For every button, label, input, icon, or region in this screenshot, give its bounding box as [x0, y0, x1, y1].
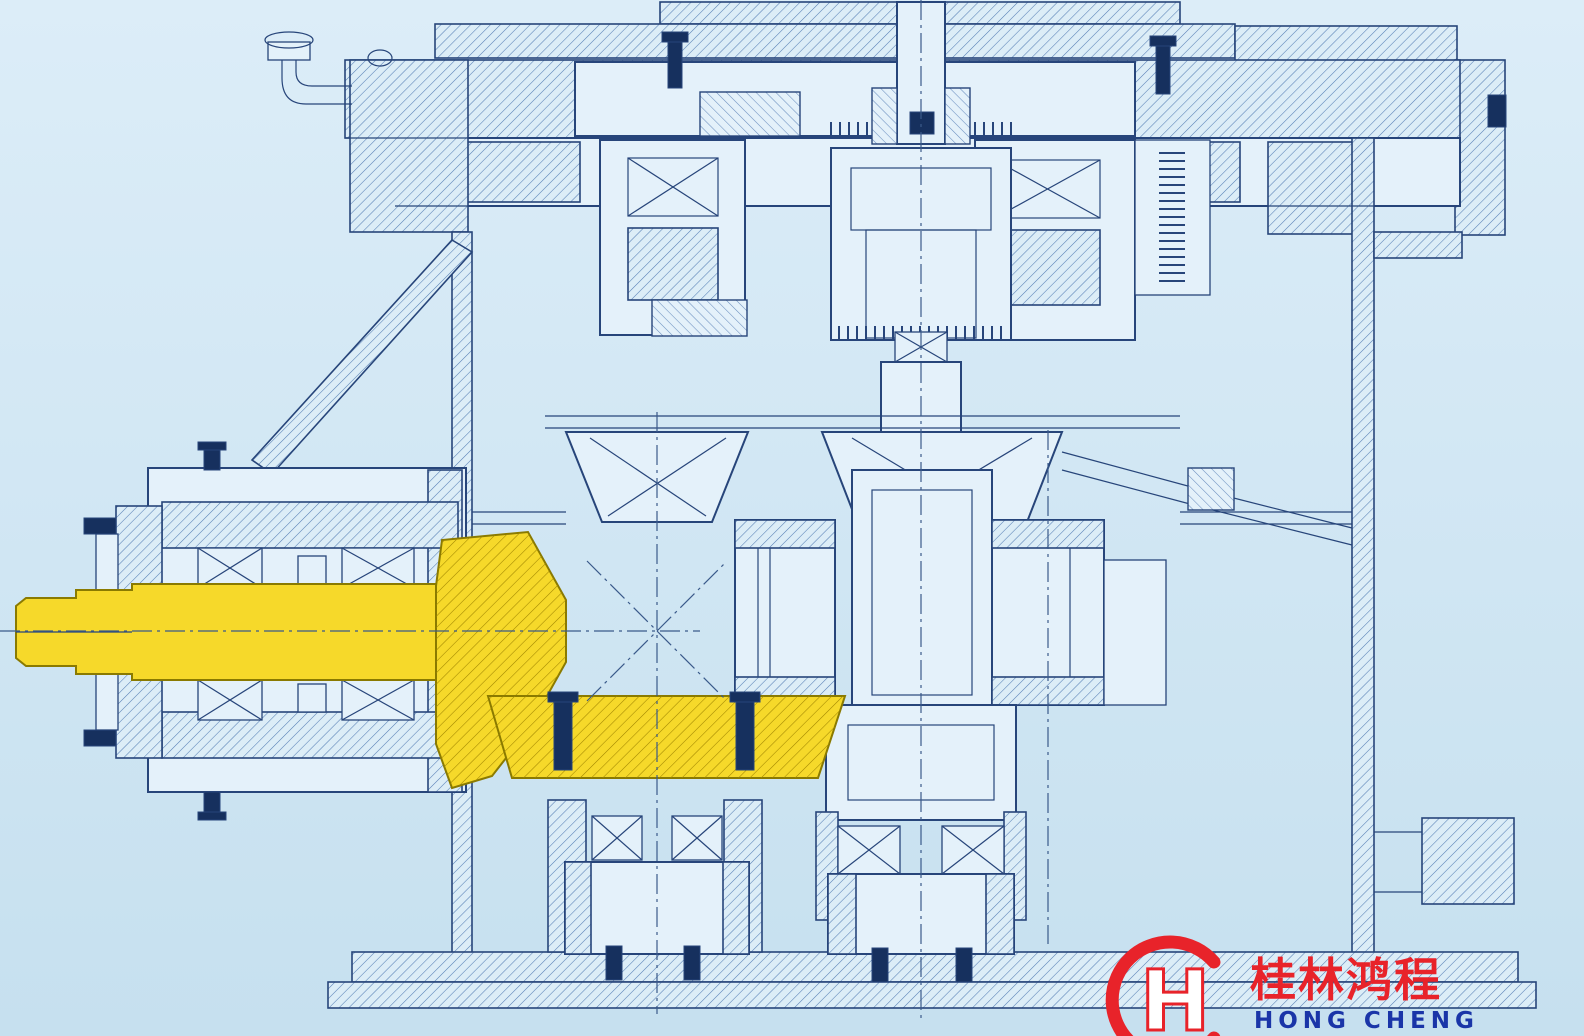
bearing-x-line [837, 825, 901, 875]
packing-gland [944, 87, 971, 145]
pipe-cap-top [264, 31, 314, 49]
breather-pipe [264, 31, 393, 105]
crown-bolt [553, 697, 573, 771]
housing-bolt [203, 447, 221, 471]
strut-line [1061, 451, 1211, 493]
right-upper-wall [1454, 59, 1506, 236]
right-wall [1351, 137, 1375, 959]
bearing-x [627, 157, 719, 217]
cap-bolt [83, 729, 117, 747]
cover-bolt-head [661, 31, 689, 43]
gear-hub-right [1103, 559, 1167, 706]
spacer-ring [297, 555, 327, 585]
bearing-x-line [607, 437, 727, 517]
housing-bolt [203, 791, 221, 815]
left-tower [349, 59, 469, 233]
base-bolt [683, 945, 701, 981]
right-bracket [1421, 817, 1515, 905]
hub-inner [871, 489, 973, 696]
center-hub [851, 469, 993, 716]
right-fitting-bolt [1487, 94, 1507, 128]
strut-line [1061, 469, 1206, 509]
flange-opening [574, 61, 1136, 137]
logo-brand-en: HONG CHENG [1254, 1008, 1479, 1034]
gland-ring [699, 91, 801, 137]
base-plate-upper [351, 951, 1519, 983]
cover-bolt-head [1149, 35, 1177, 47]
bearing-x-line [341, 547, 415, 589]
pipe-line [281, 58, 352, 105]
upper-gear-stage [574, 1, 1211, 341]
crown-bolt-head [729, 691, 761, 703]
gear-rim-cut [734, 519, 836, 549]
lower-left-assembly [547, 799, 763, 981]
bearing-x-line [671, 815, 723, 861]
base-bolt [605, 945, 623, 981]
bevel-crown-hatch [488, 696, 845, 778]
cover-bolt [667, 35, 683, 89]
centerlines [0, 0, 1049, 1018]
bearing-x-line [589, 437, 707, 517]
cover-bolt [1155, 39, 1171, 95]
strut-line [1204, 507, 1353, 546]
pipe-cap [267, 41, 311, 61]
bearing-x-line [591, 815, 643, 861]
cap-bolt [83, 517, 117, 535]
cut-section [1267, 141, 1364, 235]
logo-brand-cn: 桂林鸿程 [1250, 953, 1442, 1007]
input-shaft-highlighted [15, 530, 847, 790]
cut-section [994, 229, 1101, 306]
tapered-bearing-left [564, 431, 750, 523]
right-step [1373, 231, 1463, 259]
packing-gland [871, 87, 898, 145]
base-plate-lower [327, 981, 1537, 1009]
bearing-x-line [941, 825, 1005, 875]
crown-bolt-head [547, 691, 579, 703]
intermediate-gear-left [734, 519, 836, 706]
cut-section [722, 861, 750, 955]
crown-bolt [735, 697, 755, 771]
logo-swoosh [1105, 935, 1221, 1036]
housing-bolt-head [197, 811, 227, 821]
bearing-x-line [627, 157, 719, 217]
bearing-seat [651, 299, 748, 337]
housing-bolt-head [197, 441, 227, 451]
spacer-ring [297, 683, 327, 713]
fitting [367, 49, 393, 67]
logo-h-letter: H [1140, 952, 1210, 1036]
center-bolt [909, 111, 935, 135]
strut-fitting [1187, 467, 1235, 511]
pipe-line [295, 58, 352, 87]
cut-section [985, 873, 1015, 955]
cut-section [827, 873, 857, 955]
bearing-x-line [994, 159, 1101, 219]
cut-section [564, 861, 592, 955]
hongcheng-logo: H 桂林鸿程 HONG CHENG [1105, 935, 1479, 1036]
top-plate [434, 23, 1236, 59]
cut-section [627, 227, 719, 301]
bearing-x-line [197, 547, 263, 589]
bearing-x-line [197, 679, 263, 721]
bevel-pinion-hatch [436, 532, 566, 788]
base-bolt [871, 947, 889, 983]
base-bolt [955, 947, 973, 983]
housing-wall-top [161, 501, 459, 549]
bearing-x-line [341, 679, 415, 721]
